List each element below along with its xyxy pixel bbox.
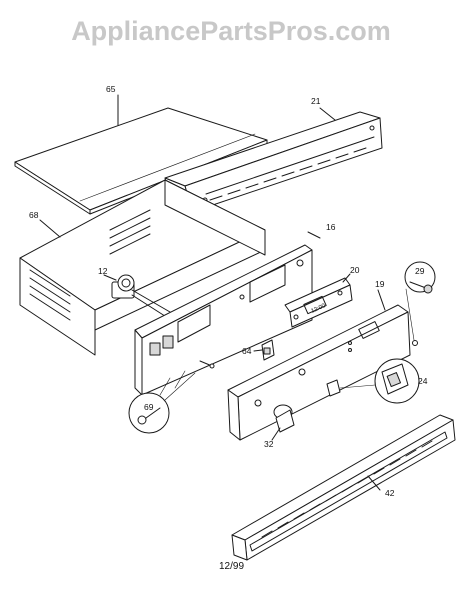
watermark-text: AppliancePartsPros.com bbox=[71, 16, 391, 46]
label-69: 69 bbox=[144, 402, 154, 412]
part-20-clock-display: 12:00 bbox=[284, 273, 353, 328]
label-12: 12 bbox=[98, 266, 108, 276]
label-19: 19 bbox=[375, 279, 385, 289]
part-32-knob bbox=[254, 399, 295, 441]
label-20: 20 bbox=[350, 265, 360, 275]
label-65: 65 bbox=[106, 84, 116, 94]
part-64-clip bbox=[253, 339, 275, 361]
part-69-screw-callout bbox=[128, 372, 196, 434]
svg-text:12:00: 12:00 bbox=[310, 303, 327, 315]
part-labels: 65 21 68 16 12 20 29 19 64 24 69 32 42 bbox=[29, 84, 428, 498]
small-screw bbox=[199, 360, 215, 369]
part-16-control-panel bbox=[134, 231, 321, 396]
part-68-chassis bbox=[19, 179, 266, 356]
label-64: 64 bbox=[242, 346, 252, 356]
part-12-switch bbox=[103, 274, 171, 319]
label-29: 29 bbox=[415, 266, 425, 276]
label-21: 21 bbox=[311, 96, 321, 106]
footer-date: 12/99 bbox=[218, 561, 245, 572]
label-24: 24 bbox=[418, 376, 428, 386]
label-32: 32 bbox=[264, 439, 274, 449]
label-42: 42 bbox=[385, 488, 395, 498]
label-68: 68 bbox=[29, 210, 39, 220]
label-16: 16 bbox=[326, 222, 336, 232]
part-24-rocker-callout bbox=[326, 358, 420, 404]
part-29-knob-callout bbox=[404, 261, 436, 346]
part-42-bottom-grille bbox=[231, 414, 456, 561]
